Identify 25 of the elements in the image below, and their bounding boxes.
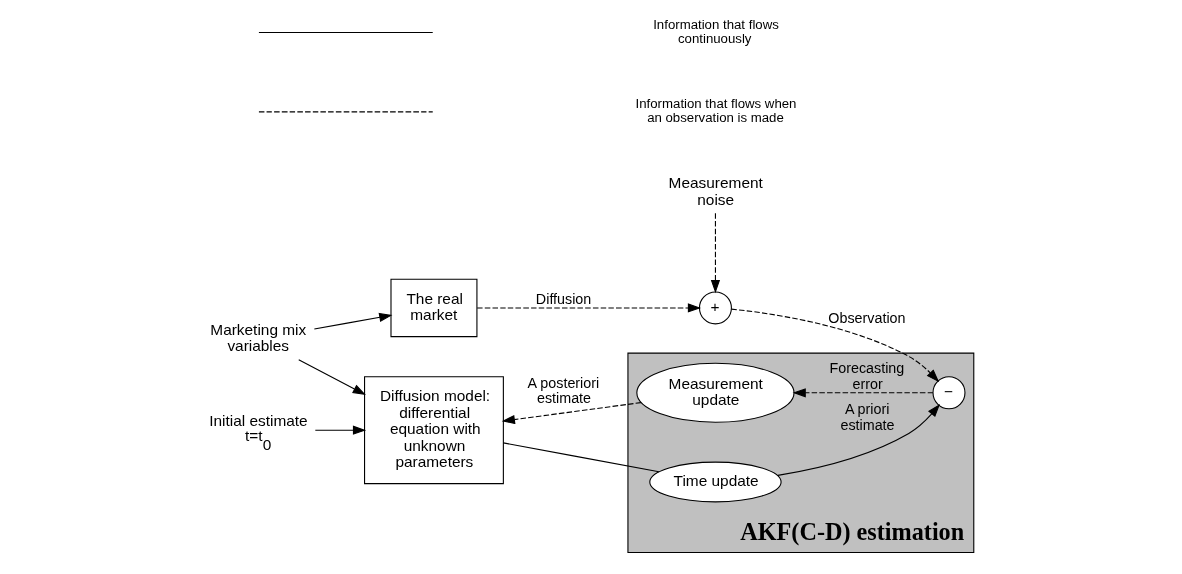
arrow xyxy=(792,388,933,398)
arrow xyxy=(313,312,392,330)
node-circle: + xyxy=(698,291,732,325)
node-text: Marketing mix variables xyxy=(209,320,306,355)
node-box: The real market xyxy=(389,278,477,338)
edge-label: A priori estimate xyxy=(839,401,895,433)
edge-label: Diffusion xyxy=(535,290,591,307)
node-ellipse: Measurement update xyxy=(635,362,795,423)
arrow xyxy=(297,359,366,396)
legend-label: Information that flows when an observation is made xyxy=(635,96,796,126)
arrow xyxy=(730,308,939,383)
node-text: Measurement noise xyxy=(668,174,763,208)
arrow xyxy=(501,402,641,425)
arrow xyxy=(476,303,701,313)
node-circle: − xyxy=(931,376,965,410)
edge-label: Observation xyxy=(827,309,906,326)
arrow xyxy=(776,404,940,476)
arrow xyxy=(710,212,720,294)
edge-label: A posteriori estimate xyxy=(527,374,599,407)
node-box: Diffusion model: differential equation with unknown parameters xyxy=(363,376,504,485)
legend-label: Information that flows continuously xyxy=(652,16,779,47)
edge-label: Forecasting error xyxy=(828,360,904,392)
arrow xyxy=(314,425,366,435)
connector xyxy=(502,442,659,473)
node-ellipse: Time update xyxy=(648,461,782,503)
